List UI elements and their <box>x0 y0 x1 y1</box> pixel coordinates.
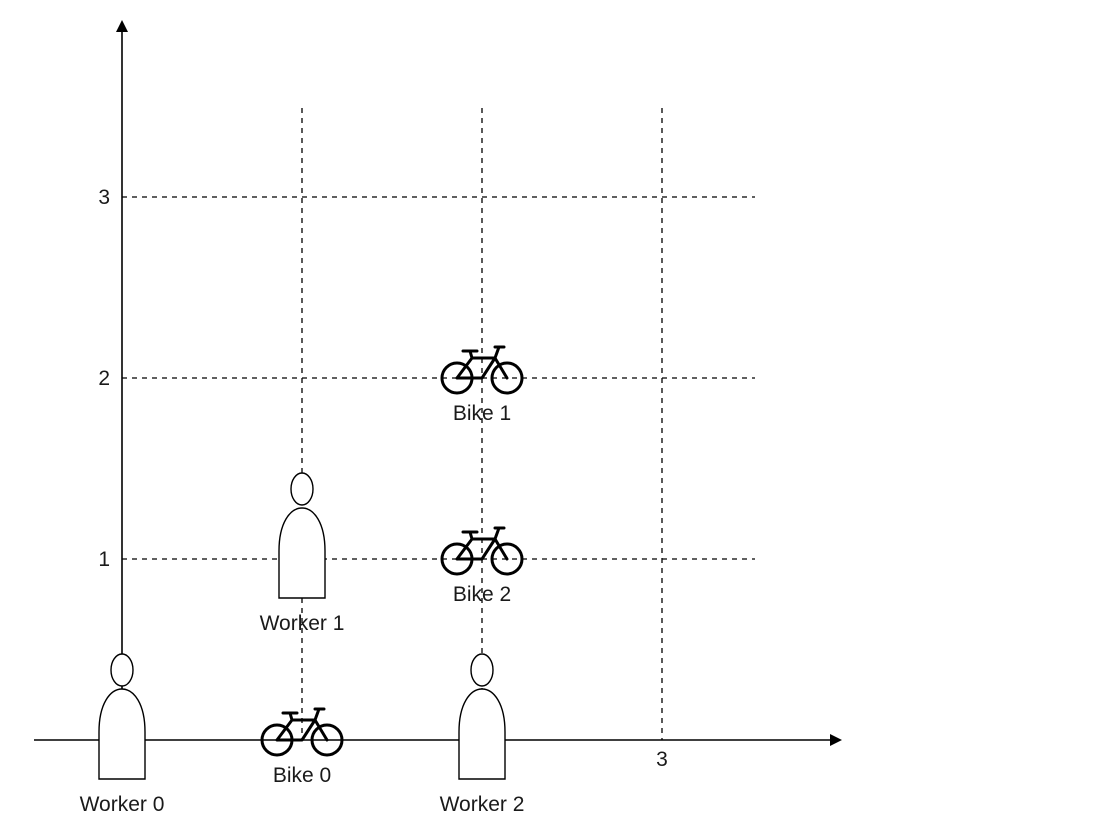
bike-2: Bike 2 <box>440 526 524 606</box>
worker-2: Worker 2 <box>440 653 525 816</box>
y-tick-label-2: 2 <box>98 367 110 390</box>
grid-layer <box>122 108 755 740</box>
items-layer: Worker 0 Worker 1 Worker 2 Bike 0 Bike 1 Bike… <box>80 345 525 816</box>
bike-label: Bike 2 <box>453 583 511 606</box>
x-tick-label-3: 3 <box>656 748 668 771</box>
worker-0: Worker 0 <box>80 653 165 816</box>
bike-1: Bike 1 <box>440 345 524 425</box>
y-tick-label-3: 3 <box>98 186 110 209</box>
axis-layer: 1 2 3 3 <box>34 20 842 771</box>
bike-label: Bike 1 <box>453 402 511 425</box>
bike-label: Bike 0 <box>273 764 331 787</box>
person-icon <box>458 653 506 780</box>
worker-1: Worker 1 <box>260 472 345 635</box>
person-icon <box>98 653 146 780</box>
person-icon <box>278 472 326 599</box>
bicycle-icon <box>440 526 524 576</box>
bicycle-icon <box>260 707 344 757</box>
bicycle-icon <box>440 345 524 395</box>
y-tick-label-1: 1 <box>98 548 110 571</box>
worker-label: Worker 0 <box>80 793 165 816</box>
worker-label: Worker 1 <box>260 612 345 635</box>
bike-0: Bike 0 <box>260 707 344 787</box>
worker-label: Worker 2 <box>440 793 525 816</box>
